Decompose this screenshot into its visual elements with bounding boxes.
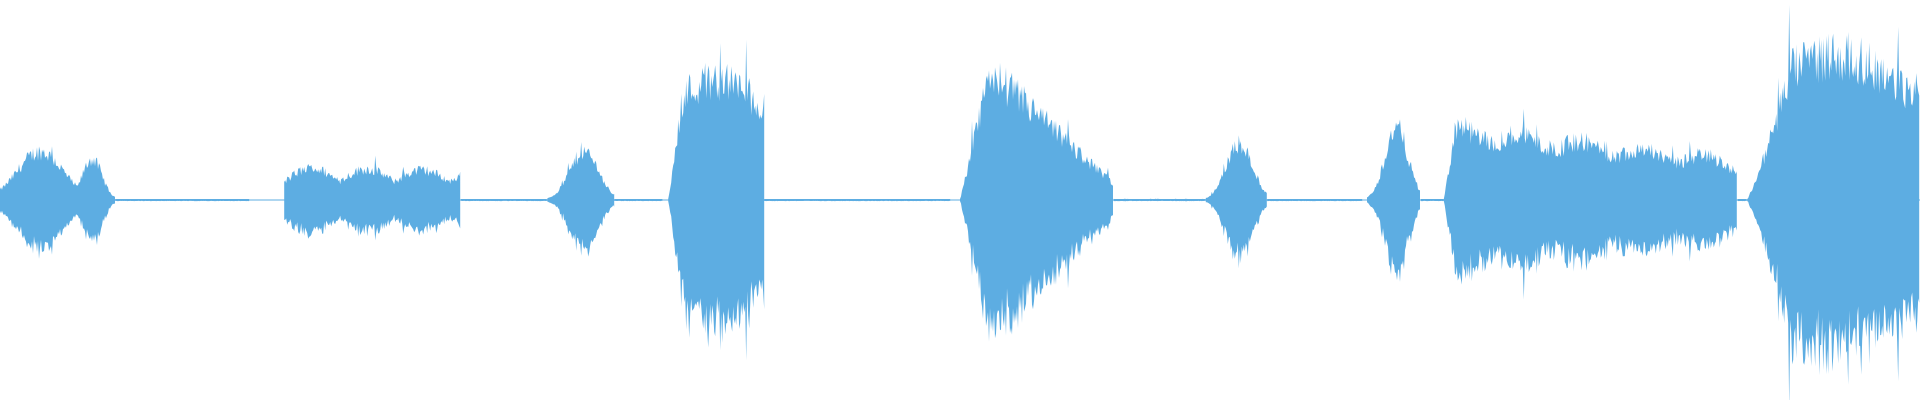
waveform-segment-0 [0, 146, 115, 259]
waveform-segment-8 [960, 62, 1113, 342]
waveform-segment-12 [1367, 119, 1420, 282]
waveform-segment-9 [1113, 198, 1206, 202]
waveform-segment-4 [547, 142, 615, 257]
waveform-segment-3 [460, 199, 547, 202]
waveform-segment-6 [668, 39, 765, 361]
waveform-segment-13 [1420, 199, 1444, 202]
waveform-segment-2 [284, 155, 461, 241]
waveform-segment-11 [1267, 199, 1363, 202]
waveform-segment-5 [614, 199, 663, 202]
waveform-segment-14 [1443, 108, 1737, 300]
waveform-segment-15 [1737, 199, 1747, 202]
waveform-peaks [0, 4, 1920, 400]
waveform-segment-16 [1747, 4, 1920, 400]
waveform-segment-10 [1205, 135, 1267, 269]
waveform-segment-7 [764, 199, 951, 202]
waveform-segment-1 [115, 199, 250, 202]
